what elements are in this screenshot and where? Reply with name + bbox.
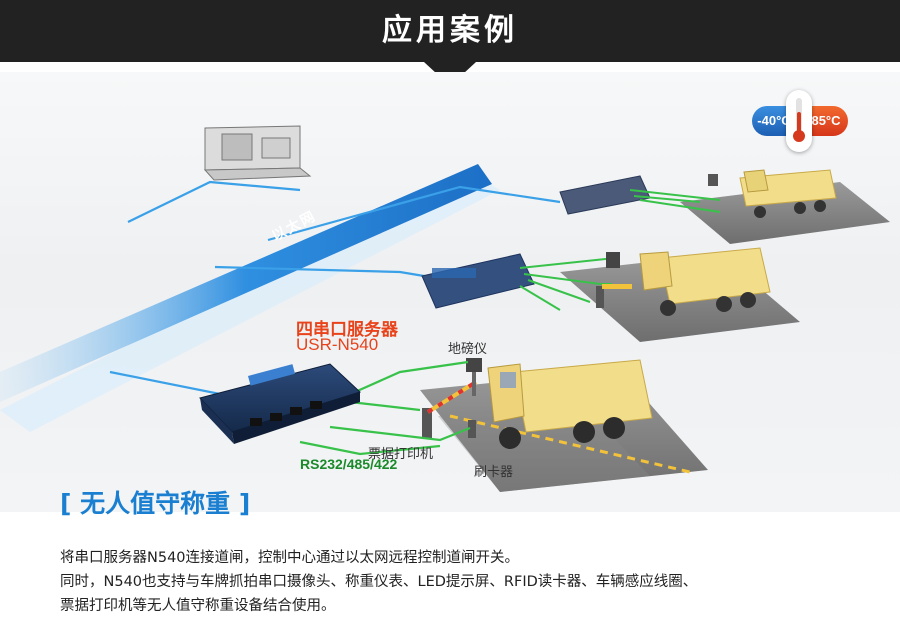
section-title: [ 无人值守称重 ]: [60, 489, 251, 518]
ethernet-backbone: [0, 164, 492, 402]
scene-drawing: [0, 125, 890, 492]
description-line: 将串口服务器N540连接道闸，控制中心通过以太网远程控制道闸开关。: [60, 550, 520, 566]
section-description: 将串口服务器N540连接道闸，控制中心通过以太网远程控制道闸开关。 同时，N54…: [60, 546, 860, 618]
header-bar: 应用案例: [0, 0, 900, 62]
protocol-label: RS232/485/422: [300, 456, 398, 472]
control-room: [203, 125, 312, 181]
thermometer-icon: [786, 90, 812, 152]
device-model-label: USR-N540: [296, 335, 379, 354]
card-reader-label: 刷卡器: [474, 465, 514, 480]
station-top: [559, 169, 890, 244]
description-line: 同时，N540也支持与车牌抓拍串口摄像头、称重仪表、LED提示屏、RFID读卡器…: [60, 574, 698, 590]
description-line: 票据打印机等无人值守称重设备结合使用。: [60, 598, 336, 614]
temperature-range-badge: -40°C 85°C: [748, 90, 848, 152]
device-name-label: 四串口服务器: [296, 320, 398, 340]
serial-lines: [299, 360, 471, 456]
weighing-scene-illustration: 以太网 四串口服务器 USR-N540 地磅仪 票据打印机 刷卡器 RS232/…: [0, 72, 900, 512]
page-title: 应用案例: [382, 13, 518, 48]
scale-label: 地磅仪: [448, 342, 488, 357]
printer-label: 票据打印机: [368, 447, 434, 462]
serial-server-device: [199, 363, 361, 444]
station-middle: [421, 247, 800, 342]
station-front: [420, 358, 708, 492]
backbone-glow: [0, 172, 500, 432]
